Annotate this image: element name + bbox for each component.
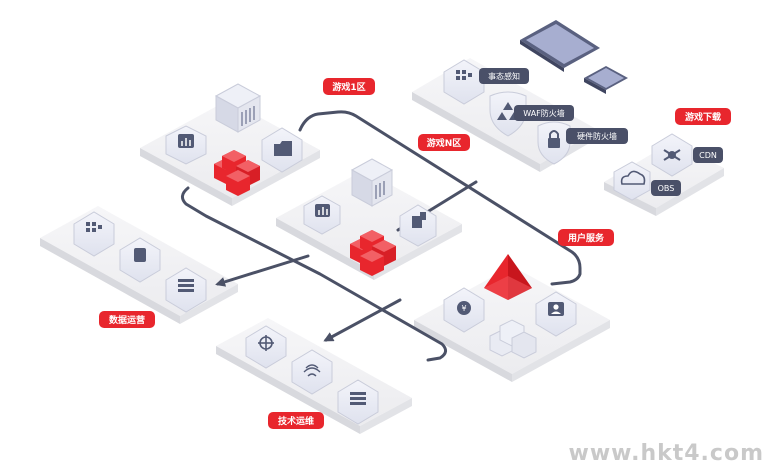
chart-node-zone1 bbox=[165, 125, 207, 165]
platform-zoneN bbox=[276, 170, 462, 280]
svg-text:¥: ¥ bbox=[461, 304, 466, 313]
chip-waf: WAF防火墙 bbox=[514, 105, 574, 121]
line-user-to-techops bbox=[323, 298, 402, 342]
techops-node-3 bbox=[337, 379, 379, 425]
folder-node-zone1 bbox=[261, 127, 303, 173]
chip-cdn: CDN bbox=[693, 147, 723, 163]
waf-shield-node bbox=[489, 91, 527, 137]
cube-cluster bbox=[489, 319, 537, 359]
document-icon bbox=[134, 248, 146, 262]
label-data-ops: 数据运营 bbox=[99, 311, 155, 328]
folder-icon bbox=[274, 141, 292, 156]
list-icon bbox=[350, 392, 366, 405]
obs-node bbox=[613, 161, 651, 201]
red-cubes-zone1 bbox=[214, 150, 260, 196]
svg-text:CDN: CDN bbox=[699, 151, 717, 160]
techops-node-2 bbox=[291, 349, 333, 395]
svg-text:事态感知: 事态感知 bbox=[488, 71, 520, 81]
label-zone1: 游戏1区 bbox=[323, 78, 375, 95]
red-cube bbox=[226, 170, 250, 196]
dataops-node-2 bbox=[119, 237, 161, 283]
watermark: www.hkt4.com bbox=[569, 441, 764, 466]
red-cube bbox=[360, 250, 384, 276]
cloud-upload-icon bbox=[620, 170, 646, 185]
lock-icon bbox=[548, 130, 560, 148]
svg-text:WAF防火墙: WAF防火墙 bbox=[523, 108, 565, 118]
svg-text:数据运营: 数据运营 bbox=[109, 314, 145, 326]
firewall-node bbox=[537, 121, 571, 165]
chip-hw-firewall: 硬件防火墙 bbox=[566, 128, 628, 144]
bar-chart-icon bbox=[318, 207, 328, 215]
bar-chart-icon bbox=[181, 138, 191, 146]
dataops-node-3 bbox=[165, 267, 207, 313]
svg-text:OBS: OBS bbox=[658, 184, 675, 193]
line-zone1-to-datacenter bbox=[181, 186, 447, 362]
chip-awareness: 事态感知 bbox=[479, 68, 529, 84]
coin-icon bbox=[457, 301, 471, 315]
target-icon bbox=[258, 335, 274, 351]
chip-obs: OBS bbox=[651, 180, 681, 196]
line-zoneN-to-dataops bbox=[215, 254, 310, 287]
svg-text:用户服务: 用户服务 bbox=[567, 232, 605, 244]
tablet-device bbox=[520, 20, 600, 72]
network-icon bbox=[663, 149, 681, 161]
dataops-node-1 bbox=[73, 211, 115, 257]
label-user: 用户服务 bbox=[558, 229, 614, 246]
label-zoneN: 游戏N区 bbox=[418, 134, 470, 151]
red-pyramid bbox=[484, 254, 532, 300]
grid-icon bbox=[456, 70, 472, 80]
platform-zone1 bbox=[140, 100, 320, 206]
label-tech-ops: 技术运维 bbox=[268, 412, 324, 429]
svg-text:技术运维: 技术运维 bbox=[278, 415, 314, 427]
fingerprint-icon bbox=[303, 364, 321, 377]
red-cubes-zoneN bbox=[350, 230, 396, 276]
grid-icon bbox=[86, 222, 102, 232]
label-download: 游戏下载 bbox=[675, 108, 731, 125]
phone-device bbox=[584, 66, 628, 94]
server-cube-zone1 bbox=[214, 83, 262, 133]
gamepad-node-zoneN bbox=[399, 204, 437, 247]
line-zone1-to-user bbox=[298, 110, 582, 286]
svg-text:游戏下载: 游戏下载 bbox=[685, 111, 721, 123]
currency-node: ¥ bbox=[443, 287, 485, 333]
cdn-node bbox=[651, 133, 693, 177]
svg-text:硬件防火墙: 硬件防火墙 bbox=[577, 131, 617, 141]
techops-node-1 bbox=[245, 325, 287, 369]
red-cube bbox=[372, 240, 396, 266]
monitor-node bbox=[443, 59, 485, 105]
database-icon bbox=[178, 279, 194, 292]
svg-text:游戏1区: 游戏1区 bbox=[332, 81, 365, 93]
user-node bbox=[535, 291, 577, 337]
puzzle-icon bbox=[412, 212, 426, 228]
svg-text:游戏N区: 游戏N区 bbox=[427, 137, 462, 149]
server-cube-zoneN bbox=[350, 158, 394, 207]
chart-node-zoneN bbox=[303, 195, 341, 235]
